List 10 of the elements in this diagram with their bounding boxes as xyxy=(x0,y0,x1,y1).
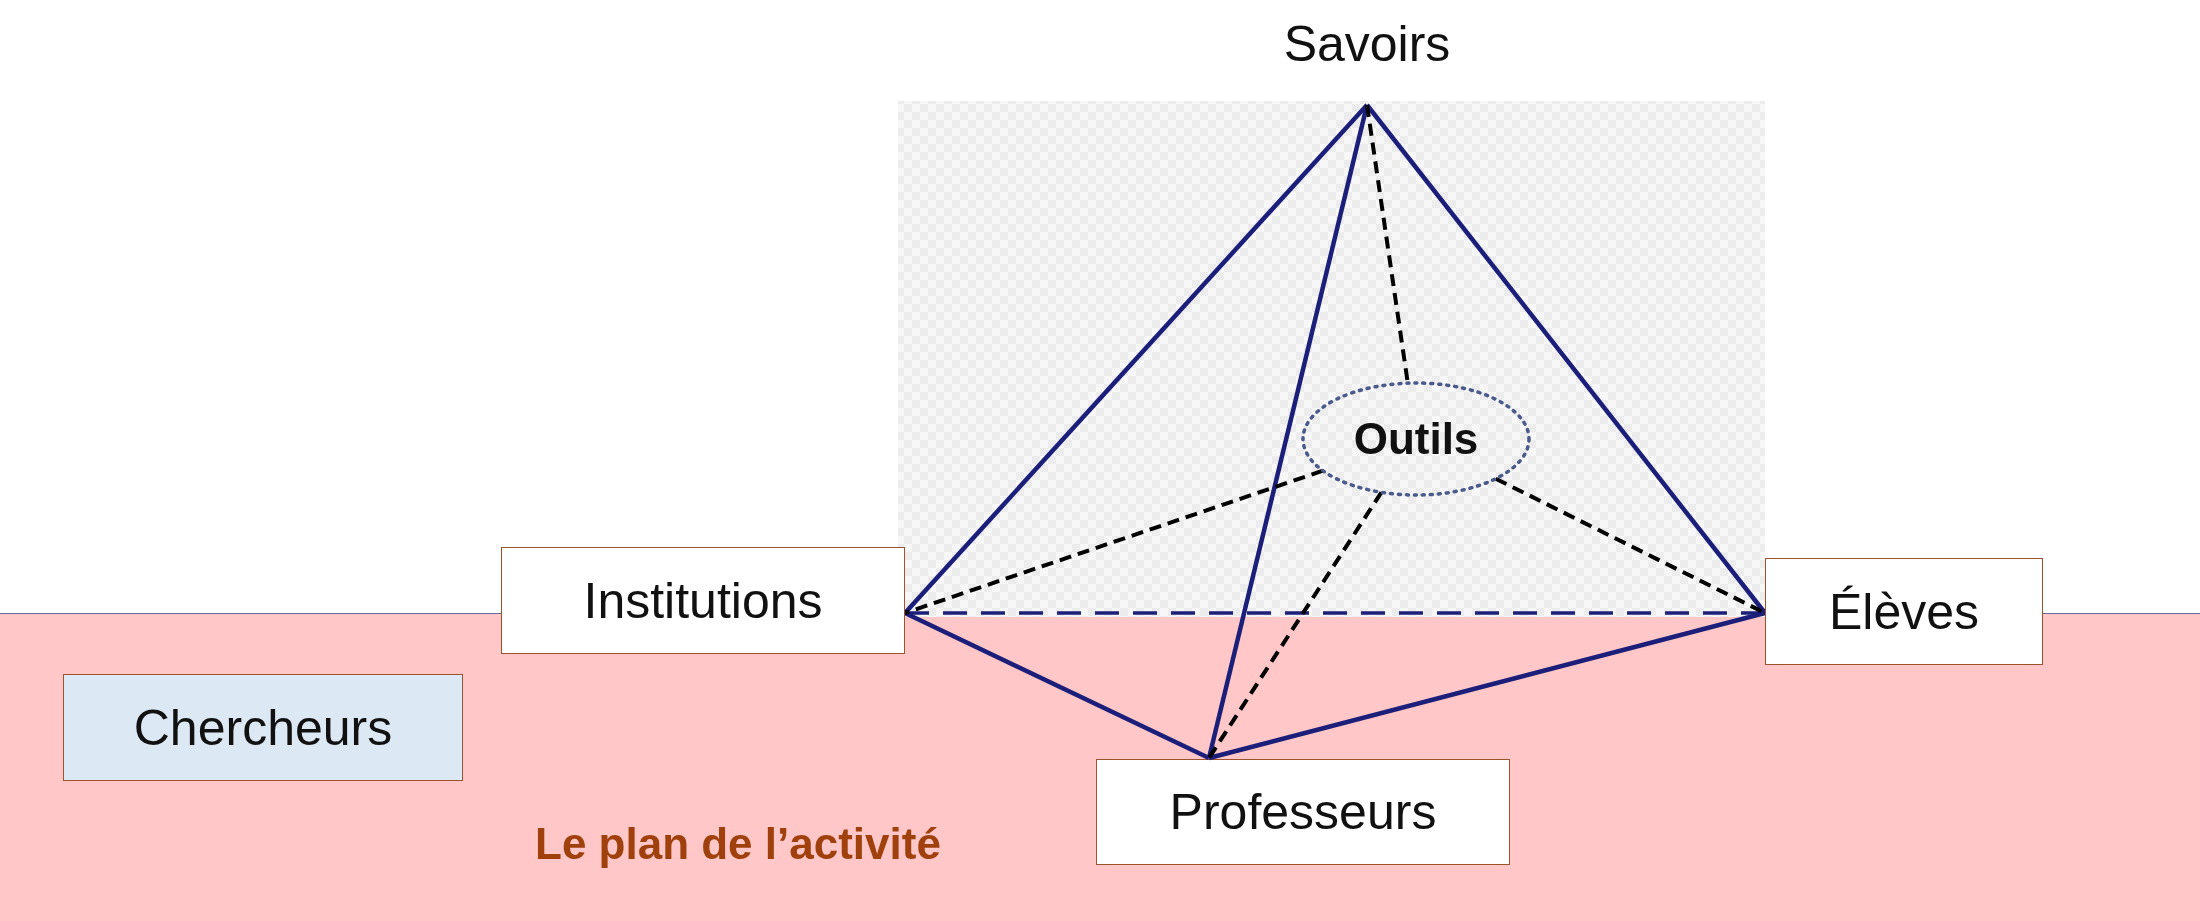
dashed-line xyxy=(904,468,1324,615)
dashed-line xyxy=(1207,491,1384,760)
tools-ellipse xyxy=(1300,380,1532,498)
label-box: Élèves xyxy=(1765,558,2043,665)
ellipse-label: Outils xyxy=(1353,414,1479,464)
plane-title: Le plan de l’activité xyxy=(535,819,941,869)
label-box: Institutions xyxy=(501,547,905,654)
vertex-label: Savoirs xyxy=(1283,15,1451,73)
label-box: Chercheurs xyxy=(63,674,463,781)
label-box: Professeurs xyxy=(1096,759,1510,865)
